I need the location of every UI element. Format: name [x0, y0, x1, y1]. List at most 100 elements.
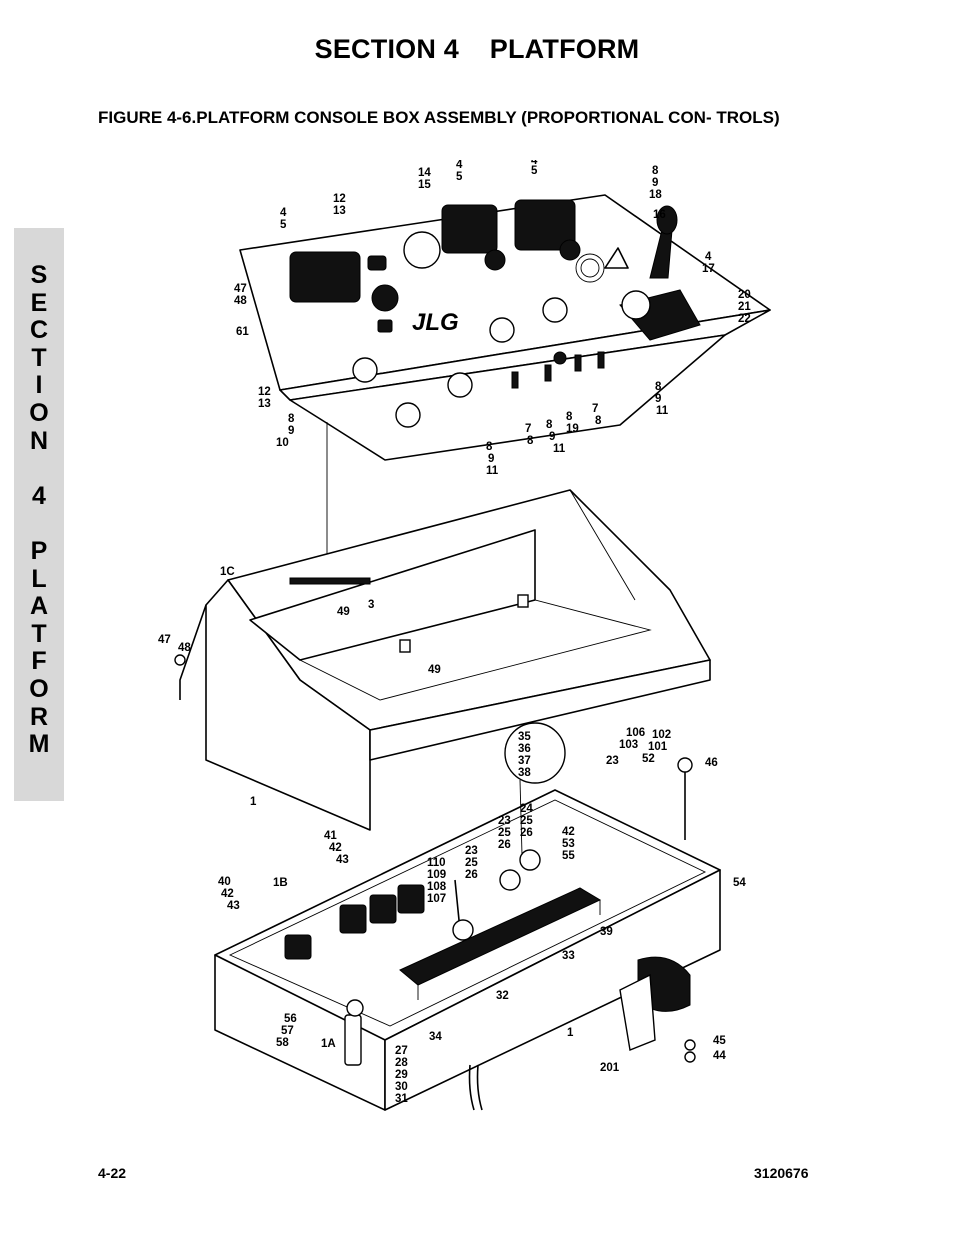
- callout-number: 24: [520, 803, 533, 815]
- jlg-logo-text: JLG: [412, 309, 459, 336]
- enclosure-cover: [174, 489, 711, 831]
- callout-number: 27: [395, 1045, 408, 1057]
- callout-number: 12: [258, 386, 271, 398]
- callout-labels: 14 15 4 5 4 5 8 9 18 12 13 16 4 5 4 17 4…: [158, 160, 751, 1105]
- callout-number: 4: [531, 160, 538, 167]
- callout-number: 15: [418, 179, 431, 191]
- side-tab-letter: L: [31, 564, 47, 593]
- enclosure-base: [214, 722, 721, 1111]
- side-tab-letter: T: [31, 619, 47, 648]
- callout-number: 9: [652, 177, 658, 189]
- callout-number: 102: [652, 729, 671, 741]
- callout-number: 108: [427, 881, 447, 893]
- callout-number: 106: [626, 727, 645, 739]
- callout-number: 103: [619, 739, 638, 751]
- callout-number: 101: [648, 741, 668, 753]
- callout-number: 61: [236, 326, 249, 338]
- callout-number: 39: [600, 926, 613, 938]
- callout-number: 48: [178, 642, 191, 654]
- callout-number: 8: [566, 411, 573, 423]
- callout-number: 40: [218, 876, 231, 888]
- side-tab-letter: I: [35, 371, 43, 400]
- callout-number: 3: [368, 599, 374, 611]
- callout-number: 19: [566, 423, 579, 435]
- callout-number: 23: [498, 815, 511, 827]
- callout-number: 9: [549, 431, 555, 443]
- callout-number: 21: [738, 301, 751, 313]
- callout-number: 11: [656, 405, 669, 417]
- callout-number: 12: [333, 193, 346, 205]
- callout-number: 20: [738, 289, 751, 301]
- side-tab-letter: 4: [32, 481, 46, 510]
- callout-number: 4: [705, 251, 712, 263]
- callout-number: 8: [652, 165, 659, 177]
- callout-number: 11: [486, 465, 499, 477]
- callout-number: 26: [498, 839, 511, 851]
- callout-number: 17: [702, 263, 715, 275]
- callout-number: 28: [395, 1057, 408, 1069]
- callout-number: 55: [562, 850, 575, 862]
- callout-number: 23: [606, 755, 619, 767]
- callout-number: 41: [324, 830, 337, 842]
- callout-number: 44: [713, 1050, 726, 1062]
- callout-number: 8: [527, 435, 534, 447]
- callout-number: 30: [395, 1081, 408, 1093]
- callout-number: 25: [520, 815, 533, 827]
- callout-number: 23: [465, 845, 478, 857]
- callout-number: 25: [498, 827, 511, 839]
- side-tab-letter: S: [30, 261, 48, 289]
- side-tab-letter: F: [31, 647, 47, 676]
- callout-number: 1B: [273, 877, 288, 889]
- callout-number: 8: [486, 441, 493, 453]
- callout-number: 46: [705, 757, 718, 769]
- callout-number: 4: [280, 207, 287, 219]
- callout-number: 58: [276, 1037, 289, 1049]
- callout-number: 109: [427, 869, 446, 881]
- callout-number: 45: [713, 1035, 726, 1047]
- callout-number: 48: [234, 295, 247, 307]
- callout-number: 47: [234, 283, 247, 295]
- side-tab-letter: R: [29, 702, 49, 731]
- page-number: 4-22: [98, 1165, 127, 1181]
- callout-number: 34: [429, 1031, 442, 1043]
- callout-number: 25: [465, 857, 478, 869]
- callout-number: 36: [518, 743, 531, 755]
- callout-number: 11: [553, 443, 566, 455]
- callout-number: 56: [284, 1013, 297, 1025]
- callout-number: 8: [546, 419, 553, 431]
- side-tab-letter: T: [31, 343, 47, 372]
- callout-number: 5: [531, 165, 538, 177]
- callout-number: 29: [395, 1069, 408, 1081]
- callout-number: 5: [280, 219, 287, 231]
- callout-number: 9: [655, 393, 661, 405]
- callout-number: 16: [653, 209, 666, 221]
- callout-number: 22: [738, 313, 751, 325]
- callout-number: 1: [250, 796, 257, 808]
- callout-number: 13: [333, 205, 346, 217]
- callout-number: 31: [395, 1093, 408, 1105]
- callout-number: 33: [562, 950, 575, 962]
- callout-number: 26: [520, 827, 533, 839]
- callout-number: 8: [288, 413, 295, 425]
- callout-number: 201: [600, 1062, 620, 1074]
- side-tab-letter: O: [29, 674, 49, 703]
- callout-number: 8: [655, 381, 662, 393]
- callout-number: 7: [525, 423, 531, 435]
- callout-number: 7: [592, 403, 598, 415]
- callout-number: 18: [649, 189, 662, 201]
- callout-number: 9: [488, 453, 494, 465]
- callout-number: 43: [227, 900, 240, 912]
- callout-number: 107: [427, 893, 446, 905]
- side-tab-letter: P: [30, 536, 48, 565]
- callout-number: 49: [428, 664, 441, 676]
- callout-number: 53: [562, 838, 575, 850]
- side-tab-letter: A: [29, 592, 49, 621]
- callout-number: 49: [337, 606, 350, 618]
- side-tab-letter: M: [28, 730, 50, 759]
- callout-number: 37: [518, 755, 531, 767]
- callout-number: 43: [336, 854, 349, 866]
- callout-number: 10: [276, 437, 289, 449]
- callout-number: 9: [288, 425, 294, 437]
- callout-number: 8: [595, 415, 602, 427]
